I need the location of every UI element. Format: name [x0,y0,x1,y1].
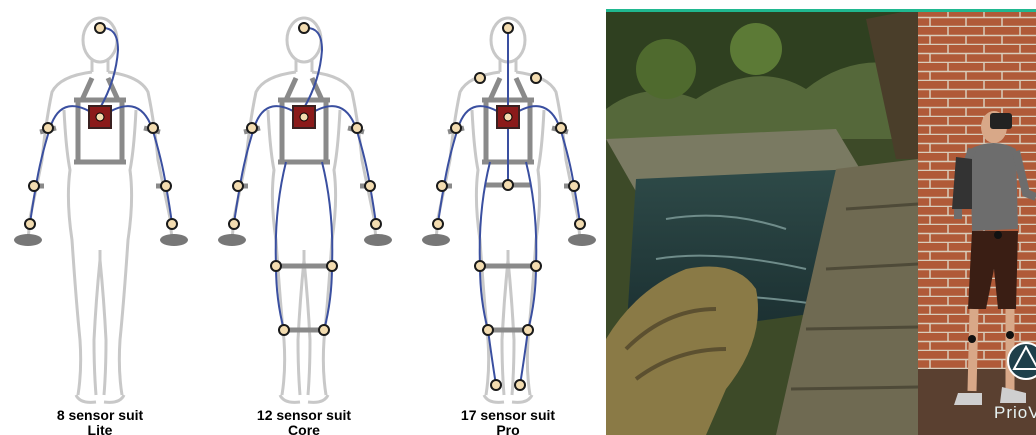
hand-shapes [422,234,596,246]
body-outline [28,18,172,402]
caption-pro-line1: 17 sensor suit [408,408,606,423]
priovr-logo-text: PrioV [994,403,1036,423]
sensor-suit-diagrams: 8 sensor suit Lite [0,0,606,435]
suit-figure-pro [408,0,606,410]
caption-pro-line2: Pro [408,423,606,435]
hand-shapes [218,234,392,246]
caption-pro: 17 sensor suit Pro [408,408,606,435]
vr-demo-photo: PrioV [606,9,1036,435]
photo-accent-line [606,9,1036,12]
hand-shapes [14,234,188,246]
caption-lite-line2: Lite [0,423,200,435]
caption-lite: 8 sensor suit Lite [0,408,200,435]
vr-scene-illustration [606,9,1036,435]
priovr-logo [1008,343,1036,379]
body-outline [232,18,376,402]
suit-figure-lite [0,0,200,410]
caption-core-line1: 12 sensor suit [204,408,404,423]
sensor-nodes [229,23,381,335]
suit-figure-core [204,0,404,410]
caption-core-line2: Core [204,423,404,435]
caption-core: 12 sensor suit Core [204,408,404,435]
jungle-game-scene [606,9,918,435]
caption-lite-line1: 8 sensor suit [0,408,200,423]
